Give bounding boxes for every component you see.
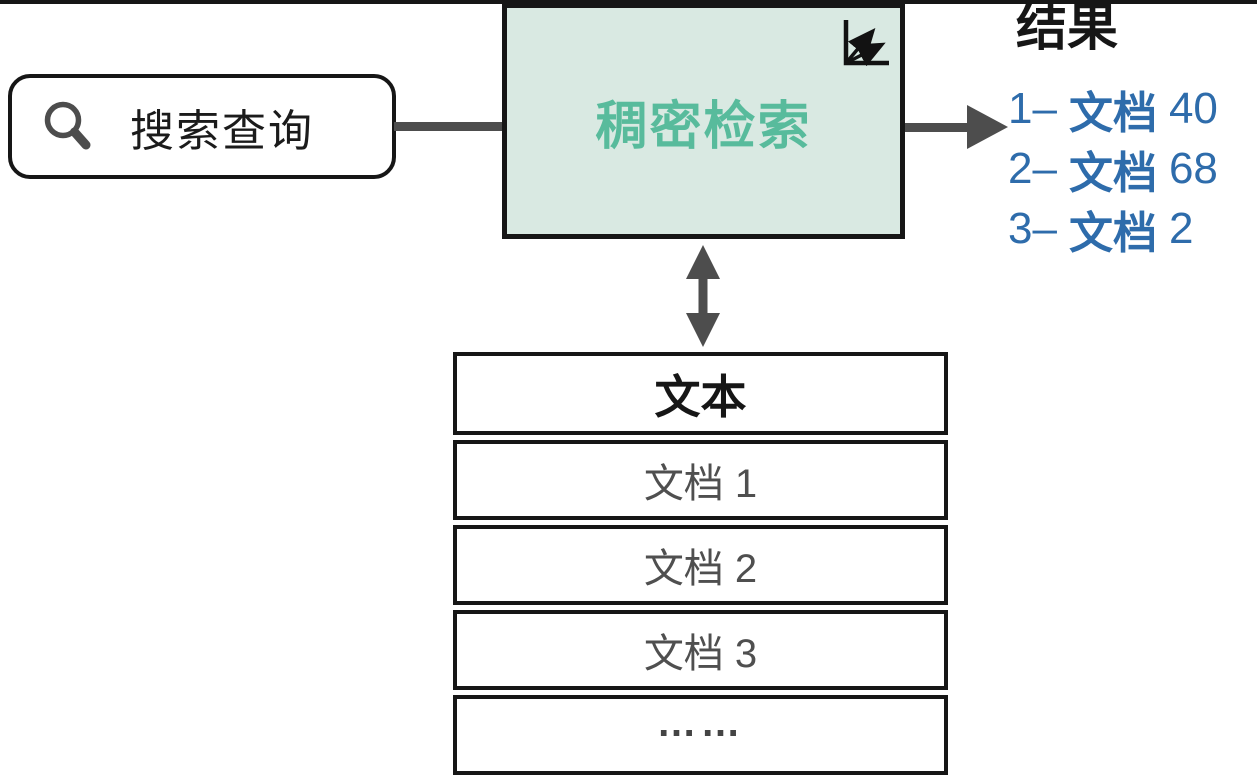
search-query-box: 搜索查询 xyxy=(8,74,396,179)
table-row-doc3: 文档 3 xyxy=(453,610,948,690)
documents-table: 文本 文档 1 文档 2 文档 3 …… xyxy=(453,352,948,775)
retrieval-to-results-arrow xyxy=(905,105,1008,149)
search-icon xyxy=(44,101,91,149)
result-item-2: 2– 文档 68 xyxy=(1008,139,1218,199)
result-rank: 1– xyxy=(1008,84,1057,133)
retrieval-documents-biarrow xyxy=(686,245,720,347)
vector-axes-icon xyxy=(843,20,889,67)
dense-retrieval-label: 稠密检索 xyxy=(595,97,812,156)
table-row-doc1: 文档 1 xyxy=(453,440,948,520)
result-rank: 2– xyxy=(1008,144,1057,193)
table-row-ellipsis: …… xyxy=(453,695,948,775)
result-doc-number: 68 xyxy=(1168,144,1218,193)
top-edge-line xyxy=(0,0,1257,4)
result-item-1: 1– 文档 40 xyxy=(1008,79,1218,139)
result-item-3: 3– 文档 2 xyxy=(1008,199,1218,259)
query-to-retrieval-line xyxy=(394,122,506,131)
results-title: 结果 xyxy=(1016,0,1119,56)
results-list: 1– 文档 40 2– 文档 68 3– 文档 2 xyxy=(1008,79,1218,259)
dense-retrieval-box: 稠密检索 xyxy=(502,3,905,239)
search-query-label: 搜索查询 xyxy=(130,106,314,156)
result-doc-label: 文档 xyxy=(1068,89,1157,138)
result-doc-label: 文档 xyxy=(1068,209,1157,258)
result-rank: 3– xyxy=(1008,204,1057,253)
table-header-text: 文本 xyxy=(453,352,948,435)
table-row-doc2: 文档 2 xyxy=(453,525,948,605)
result-doc-number: 40 xyxy=(1168,84,1218,133)
result-doc-label: 文档 xyxy=(1068,149,1157,198)
result-doc-number: 2 xyxy=(1168,204,1194,253)
